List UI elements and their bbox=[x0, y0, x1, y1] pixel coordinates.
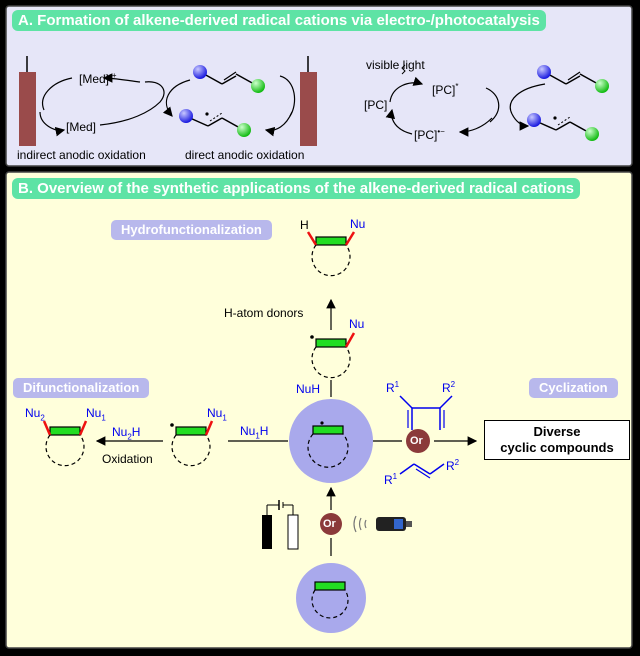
visible-light-label: visible light bbox=[366, 58, 425, 72]
radical-cation-circle bbox=[289, 399, 373, 483]
blue-substituent bbox=[193, 65, 207, 79]
nu-label-top: Nu bbox=[350, 217, 366, 231]
product-line-2: cyclic compounds bbox=[500, 440, 614, 455]
difunctionalization-tag: Difunctionalization bbox=[13, 378, 150, 398]
or-label-right: Or bbox=[410, 435, 423, 447]
med-label: [Med] bbox=[66, 120, 97, 134]
h-atom-donors-label: H-atom donors bbox=[224, 306, 304, 320]
anode-left bbox=[19, 72, 36, 146]
panel-a-background bbox=[5, 5, 633, 167]
product-line-1: Diverse bbox=[533, 424, 581, 439]
or-circle-2 bbox=[406, 429, 430, 453]
r1-bottom-label: R1 bbox=[384, 472, 398, 487]
h-label: H bbox=[300, 218, 309, 232]
pc-excited-label: [PC]* bbox=[432, 82, 459, 97]
indirect-oxidation-label: indirect anodic oxidation bbox=[17, 148, 146, 162]
direct-oxidation-label: direct anodic oxidation bbox=[185, 148, 305, 162]
anode-right bbox=[300, 72, 317, 146]
nu2-label-product: Nu2 bbox=[25, 406, 45, 423]
r1-top-label: R1 bbox=[386, 380, 400, 395]
pc-radical-anion-label: [PC]•− bbox=[414, 127, 445, 142]
or-circle-1 bbox=[320, 513, 342, 535]
alkene-circle bbox=[296, 563, 366, 633]
panel-a-title: A. Formation of alkene-derived radical c… bbox=[12, 10, 546, 31]
nu1-label-product: Nu1 bbox=[86, 406, 106, 423]
cyclization-tag: Cyclization bbox=[529, 378, 618, 398]
r2-top-label: R2 bbox=[442, 380, 456, 395]
nu1-label-intermediate: Nu1 bbox=[207, 406, 227, 423]
light-source-icon bbox=[353, 515, 412, 533]
med-radical-cation: [Med]•+ bbox=[79, 71, 117, 86]
oxidation-label: Oxidation bbox=[102, 452, 153, 466]
pc-label: [PC] bbox=[364, 98, 388, 112]
or-label-bottom: Or bbox=[323, 518, 336, 530]
green-substituent bbox=[251, 79, 265, 93]
nu1h-label: Nu1H bbox=[240, 424, 269, 441]
nu-label-middle: Nu bbox=[349, 317, 365, 331]
hydrofunctionalization-tag: Hydrofunctionalization bbox=[111, 220, 272, 240]
cyclic-compounds-box: Diverse cyclic compounds bbox=[484, 420, 630, 460]
panel-b-title: B. Overview of the synthetic application… bbox=[12, 178, 580, 199]
power-supply-icon bbox=[262, 500, 299, 550]
nuh-label: NuH bbox=[296, 382, 321, 396]
nu2h-label: Nu2H bbox=[112, 425, 141, 442]
r2-bottom-label: R2 bbox=[446, 458, 460, 473]
